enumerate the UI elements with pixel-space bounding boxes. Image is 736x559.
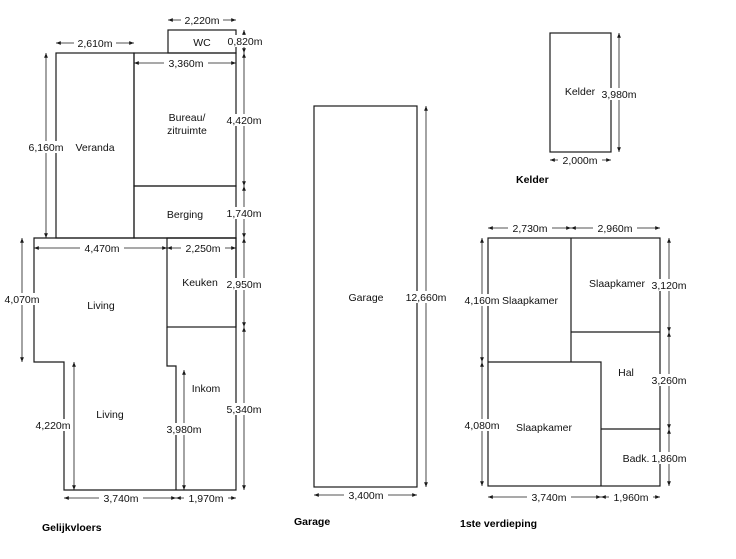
dim-bg xyxy=(181,242,225,254)
cellar-plan: Kelder 3,980m 2,000m Kelder xyxy=(516,32,639,186)
dim-label-bottom-2: 1,970m xyxy=(188,493,223,505)
dim-label-veranda-height: 6,160m xyxy=(28,142,63,154)
dim-label-f-right-2: 3,260m xyxy=(651,375,686,387)
room-label-slaapkamer-3: Slaapkamer xyxy=(516,422,573,434)
room-label-badk: Badk. xyxy=(623,453,650,465)
first-floor-plan: Slaapkamer Slaapkamer Hal Slaapkamer Bad… xyxy=(460,222,689,530)
dim-bg xyxy=(462,294,502,306)
dim-bg xyxy=(462,419,502,431)
room-label-slaapkamer-1: Slaapkamer xyxy=(502,295,559,307)
wall-living xyxy=(33,237,237,491)
dim-bg xyxy=(609,491,653,503)
room-label-hal: Hal xyxy=(618,367,634,379)
dim-bg xyxy=(33,419,73,431)
dim-bg xyxy=(344,489,388,501)
dim-label-inkom-right-height: 5,340m xyxy=(226,404,261,416)
dim-label-f-right-3: 1,860m xyxy=(651,453,686,465)
dim-label-living-height: 4,070m xyxy=(4,294,39,306)
ground-floor-plan: WC Veranda Bureau/ zitruimte Berging Keu… xyxy=(2,14,264,534)
dim-label-f-bottom-1: 3,740m xyxy=(531,492,566,504)
garage-plan: Garage 12,660m 3,400m Garage xyxy=(294,105,448,528)
dim-label-living-width: 4,470m xyxy=(84,243,119,255)
ground-floor-title: Gelijkvloers xyxy=(42,522,102,534)
dim-label-garage-width: 3,400m xyxy=(348,490,383,502)
dim-bg xyxy=(226,35,264,47)
room-label-inkom: Inkom xyxy=(192,383,221,395)
dim-bg xyxy=(224,403,264,415)
dim-bg xyxy=(2,293,42,305)
dim-label-f-left-2: 4,080m xyxy=(464,420,499,432)
dim-bg xyxy=(74,37,116,49)
dim-bg xyxy=(184,492,228,504)
room-label-berging: Berging xyxy=(167,209,203,221)
wall-first-divider-slaap xyxy=(488,361,602,486)
dim-label-f-width-2: 2,960m xyxy=(597,223,632,235)
dim-bg xyxy=(649,374,689,386)
dim-label-inkom-height: 3,980m xyxy=(166,424,201,436)
room-label-wc: WC xyxy=(193,37,211,49)
dim-bg xyxy=(26,141,66,153)
dim-bg xyxy=(164,423,204,435)
dim-label-f-bottom-2: 1,960m xyxy=(613,492,648,504)
room-label-bureau-line1: Bureau/ xyxy=(169,112,206,124)
dim-label-keuken-height: 2,950m xyxy=(226,279,261,291)
dim-label-veranda-width: 2,610m xyxy=(77,38,112,50)
dim-bg xyxy=(527,491,571,503)
dim-label-bottom-1: 3,740m xyxy=(103,493,138,505)
dim-label-wc-width: 2,220m xyxy=(184,15,219,27)
dim-label-bureau-height: 4,420m xyxy=(226,115,261,127)
dim-label-living2-height: 4,220m xyxy=(35,420,70,432)
dim-bg xyxy=(80,242,124,254)
room-label-keuken: Keuken xyxy=(182,277,218,289)
room-label-bureau-line2: zitruimte xyxy=(167,125,207,137)
wall-inkom xyxy=(166,327,177,490)
dim-bg xyxy=(593,222,637,234)
dim-label-berging-height: 1,740m xyxy=(226,208,261,220)
first-floor-title: 1ste verdieping xyxy=(460,518,537,530)
dim-bg xyxy=(404,291,448,303)
garage-title: Garage xyxy=(294,516,330,528)
dim-bg xyxy=(649,452,689,464)
dim-label-wc-height: 0,820m xyxy=(227,36,262,48)
dim-label-kelder-width: 2,000m xyxy=(562,155,597,167)
dim-bg xyxy=(508,222,552,234)
dim-label-kelder-height: 3,980m xyxy=(601,89,636,101)
dim-label-keuken-width: 2,250m xyxy=(185,243,220,255)
room-label-slaapkamer-2: Slaapkamer xyxy=(589,278,646,290)
dim-bg xyxy=(649,279,689,291)
cellar-title: Kelder xyxy=(516,174,549,186)
dim-bg xyxy=(599,88,639,100)
dim-label-bureau-width: 3,360m xyxy=(168,58,203,70)
room-label-living-top: Living xyxy=(87,300,115,312)
dim-label-f-right-1: 3,120m xyxy=(651,280,686,292)
dim-bg xyxy=(224,278,264,290)
dim-bg xyxy=(99,492,143,504)
room-label-veranda: Veranda xyxy=(75,142,114,154)
dim-bg xyxy=(558,154,602,166)
dim-label-f-left-1: 4,160m xyxy=(464,295,499,307)
dim-bg xyxy=(224,207,264,219)
room-label-kelder: Kelder xyxy=(565,86,596,98)
room-label-garage: Garage xyxy=(348,292,383,304)
dim-bg xyxy=(181,14,223,26)
dim-label-f-width-1: 2,730m xyxy=(512,223,547,235)
dim-label-garage-height: 12,660m xyxy=(406,292,447,304)
dim-bg xyxy=(224,114,264,126)
dim-bg xyxy=(164,57,208,69)
room-label-living-bottom: Living xyxy=(96,409,124,421)
